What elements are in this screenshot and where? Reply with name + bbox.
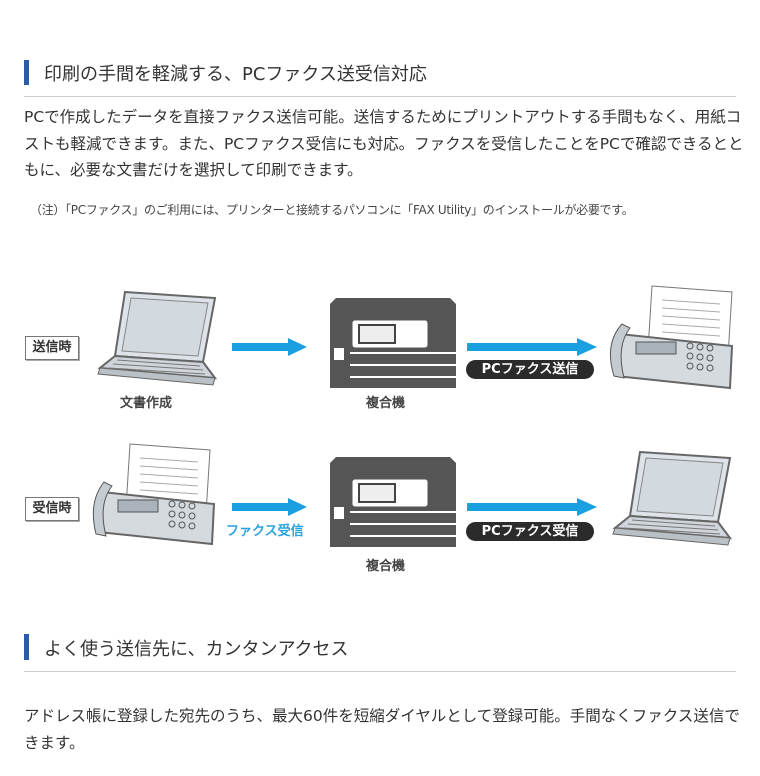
arrow-icon [467, 338, 597, 356]
arrow-icon [232, 498, 307, 516]
send-row-label: 送信時 [25, 336, 79, 360]
fax-machine-icon [92, 443, 216, 546]
section-heading: よく使う送信先に、カンタンアクセス [44, 639, 349, 660]
multifunction-printer-icon [330, 457, 456, 547]
device-caption: 複合機 [366, 396, 406, 411]
arrow-icon [467, 498, 597, 516]
pc-fax-receive-badge: PCファクス受信 [466, 522, 594, 541]
fax-receive-caption: ファクス受信 [226, 524, 304, 539]
arrow-icon [232, 338, 307, 356]
laptop-icon [612, 450, 733, 546]
fax-machine-icon [609, 285, 734, 390]
multifunction-printer-icon [330, 298, 456, 388]
section-paragraph: PCで作成したデータを直接ファクス送信可能。送信するためにプリントアウトする手間… [24, 108, 744, 179]
note: （注）「PCファクス」のご利用には、プリンターと接続するパソコンに「FAX Ut… [30, 203, 634, 217]
divider [24, 671, 736, 672]
laptop-icon [97, 290, 218, 386]
device-caption: 複合機 [366, 559, 406, 574]
pc-fax-send-badge: PCファクス送信 [466, 360, 594, 379]
heading-accent-bar [24, 60, 29, 85]
receive-row-label: 受信時 [25, 497, 79, 521]
section-paragraph: アドレス帳に登録した宛先のうち、最大60件を短縮ダイヤルとして登録可能。手間なく… [24, 707, 740, 752]
heading-accent-bar [24, 634, 29, 660]
section-heading: 印刷の手間を軽減する、PCファクス送受信対応 [44, 64, 427, 85]
divider [24, 96, 736, 97]
source-caption: 文書作成 [120, 396, 173, 411]
